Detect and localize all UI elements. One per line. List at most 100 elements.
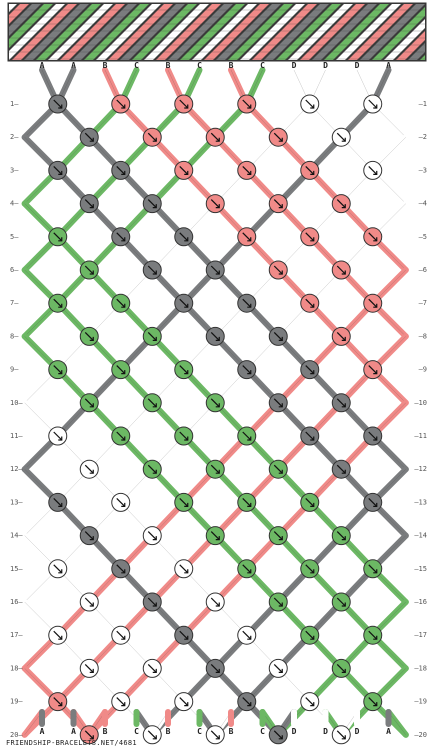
row-label-left: 2— bbox=[10, 133, 19, 141]
row-label-left: 5— bbox=[10, 233, 19, 241]
knot bbox=[269, 726, 287, 744]
knot bbox=[364, 294, 382, 312]
knot bbox=[206, 726, 224, 744]
strand-letter-top: D bbox=[292, 61, 297, 70]
strand-letter-bottom: B bbox=[229, 727, 234, 736]
knot bbox=[112, 294, 130, 312]
knot bbox=[49, 560, 67, 578]
knot bbox=[364, 228, 382, 246]
knot bbox=[206, 394, 224, 412]
knot bbox=[143, 659, 161, 677]
strand-letter-bottom: A bbox=[386, 727, 391, 736]
knot bbox=[143, 394, 161, 412]
row-label-right: —4 bbox=[419, 200, 427, 208]
row-label-left: 4— bbox=[10, 200, 19, 208]
row-label-right: —17 bbox=[414, 631, 427, 639]
knot bbox=[206, 659, 224, 677]
row-label-right: —1 bbox=[419, 100, 427, 108]
knot bbox=[112, 693, 130, 711]
row-label-right: —8 bbox=[419, 332, 427, 340]
knot bbox=[112, 493, 130, 511]
knot bbox=[206, 195, 224, 213]
row-label-right: —15 bbox=[414, 565, 427, 573]
knot bbox=[49, 95, 67, 113]
strand-letter-top: B bbox=[103, 61, 108, 70]
knot bbox=[364, 427, 382, 445]
strand-letter-bottom: C bbox=[197, 727, 202, 736]
row-label-right: —10 bbox=[414, 399, 427, 407]
knot bbox=[80, 659, 98, 677]
knot bbox=[112, 560, 130, 578]
knot bbox=[112, 228, 130, 246]
row-label-left: 8— bbox=[10, 332, 19, 340]
knot bbox=[332, 128, 350, 146]
knot bbox=[175, 493, 193, 511]
knot bbox=[49, 228, 67, 246]
knot bbox=[206, 593, 224, 611]
row-label-left: 16— bbox=[10, 598, 23, 606]
strand-letter-bottom: D bbox=[292, 727, 297, 736]
knot bbox=[175, 626, 193, 644]
knot bbox=[143, 327, 161, 345]
row-label-right: —12 bbox=[414, 465, 427, 473]
knot bbox=[112, 161, 130, 179]
knot bbox=[301, 560, 319, 578]
left-row-labels: 1—2—3—4—5—6—7—8—9—10—11—12—13—14—15—16—1… bbox=[10, 100, 23, 739]
knot bbox=[332, 659, 350, 677]
knot bbox=[301, 493, 319, 511]
strand-letter-top: B bbox=[166, 61, 171, 70]
knot bbox=[143, 128, 161, 146]
knot bbox=[332, 726, 350, 744]
strand-letter-bottom: C bbox=[260, 727, 265, 736]
knot bbox=[49, 693, 67, 711]
strand-letter-bottom: B bbox=[103, 727, 108, 736]
row-label-right: —2 bbox=[419, 133, 427, 141]
knot bbox=[301, 427, 319, 445]
knot bbox=[301, 626, 319, 644]
strand-letter-bottom: D bbox=[355, 727, 360, 736]
knot bbox=[80, 394, 98, 412]
knot bbox=[332, 195, 350, 213]
knot bbox=[49, 161, 67, 179]
row-label-right: —5 bbox=[419, 233, 427, 241]
row-label-left: 19— bbox=[10, 698, 23, 706]
knot bbox=[80, 593, 98, 611]
knot bbox=[175, 427, 193, 445]
knot bbox=[175, 228, 193, 246]
knot bbox=[269, 593, 287, 611]
pattern-preview-stripe bbox=[0, 3, 437, 61]
knot bbox=[238, 427, 256, 445]
knot bbox=[112, 361, 130, 379]
knot bbox=[238, 626, 256, 644]
knot bbox=[80, 527, 98, 545]
knot bbox=[112, 427, 130, 445]
knot bbox=[301, 228, 319, 246]
strand-letter-top: A bbox=[40, 61, 45, 70]
knot bbox=[269, 327, 287, 345]
knot bbox=[364, 493, 382, 511]
knot bbox=[238, 228, 256, 246]
row-label-left: 15— bbox=[10, 565, 23, 573]
knot bbox=[364, 95, 382, 113]
knot bbox=[143, 726, 161, 744]
strand-letter-top: A bbox=[386, 61, 391, 70]
knot bbox=[175, 693, 193, 711]
knot bbox=[364, 626, 382, 644]
knot bbox=[301, 95, 319, 113]
row-label-left: 12— bbox=[10, 465, 23, 473]
knot bbox=[364, 560, 382, 578]
strand-letter-top: C bbox=[260, 61, 265, 70]
knot bbox=[269, 128, 287, 146]
knot bbox=[206, 460, 224, 478]
knot bbox=[206, 261, 224, 279]
knot bbox=[49, 361, 67, 379]
strand-letter-bottom: B bbox=[166, 727, 171, 736]
row-label-right: —19 bbox=[414, 698, 427, 706]
knot bbox=[269, 527, 287, 545]
knot bbox=[269, 659, 287, 677]
knot bbox=[332, 593, 350, 611]
row-label-left: 9— bbox=[10, 366, 19, 374]
row-label-left: 13— bbox=[10, 498, 23, 506]
knot bbox=[175, 560, 193, 578]
knot bbox=[269, 460, 287, 478]
